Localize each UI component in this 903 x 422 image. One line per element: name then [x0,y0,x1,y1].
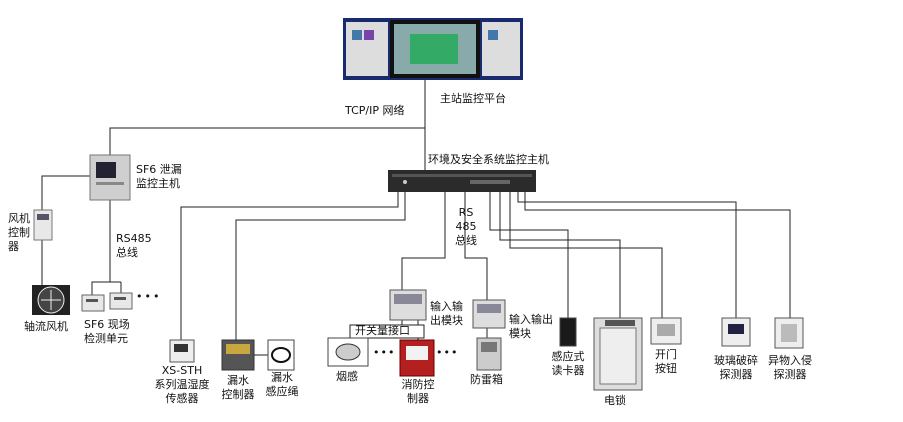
switch-input-label: 开关量接口 [355,324,410,337]
lightning-box-label: 防雷箱 [470,373,503,386]
smoke-detector [327,337,369,367]
axial-fan-label: 轴流风机 [24,320,68,333]
fire-controller-label: 消防控 制器 [401,378,435,405]
smoke-dots: ••• [373,346,396,359]
water-leak-controller [221,339,255,371]
water-leak-rope [267,339,295,371]
intrusion-detector [774,317,804,349]
sf6-dots: ••• [136,290,162,303]
water-rope-label: 漏水 感应绳 [265,371,299,398]
io-module-1 [389,289,427,321]
fan-controller [33,209,53,241]
fire-controller [399,339,435,377]
card-reader-label: 感应式 读卡器 [551,350,585,377]
axial-fan-icon [32,285,70,315]
io-module-2 [472,299,506,329]
sf6-detector-units [81,292,133,312]
switch-input-box [349,324,425,339]
environment-security-host [388,170,536,192]
glass-detector-label: 玻璃破碎 探测器 [714,354,758,381]
sf6-leak-host [89,154,131,201]
network-label: TCP/IP 网络 [345,104,405,117]
xs-sth-sensor [169,339,195,363]
water-controller-label: 漏水 控制器 [221,374,255,401]
door-button [650,317,682,345]
platform-label: 主站监控平台 [440,92,506,105]
xs-sth-label: XS-STH 系列温湿度 传感器 [154,364,210,405]
glass-break-detector [721,317,751,347]
smoke-label: 烟感 [336,370,358,383]
card-reader [559,317,577,347]
io-module-1-label: 输入输 出模块 [430,300,463,327]
host-bus-label: RS 485 总线 [455,206,477,247]
host-label: 环境及安全系统监控主机 [428,153,549,166]
sf6-bus-label: RS485 总线 [116,232,152,259]
sf6-detector-label: SF6 现场 检测单元 [84,318,130,345]
sf6-host-label: SF6 泄漏 监控主机 [136,163,182,190]
door-button-label: 开门 按钮 [655,348,677,375]
io-module-2-label: 输入输出模块 [509,313,553,340]
door-lock-label: 电锁 [604,394,626,407]
intrusion-detector-label: 异物入侵 探测器 [768,354,812,381]
door-lock-icon [593,317,643,391]
fan-controller-label: 风机 控制 器 [8,212,30,253]
lightning-box [476,337,502,371]
fire-dots: ••• [436,346,459,359]
monitoring-platform-screens [343,18,523,80]
